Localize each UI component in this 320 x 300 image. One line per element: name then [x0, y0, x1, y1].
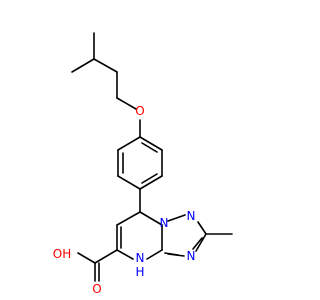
carbonyl-oxygen: O [92, 282, 101, 296]
hydroxyl-label: OH [53, 247, 71, 261]
nh-nitrogen: N [136, 251, 145, 265]
nh-hydrogen: H [135, 265, 144, 279]
pyrimidine-ring [116, 211, 163, 260]
molecule-structure: O [53, 32, 233, 296]
triazole-ring [164, 214, 207, 257]
carboxylic-acid [77, 249, 118, 282]
bond-methyl-a [71, 58, 95, 73]
benzene-ring [117, 136, 163, 190]
ring-n1: N [160, 216, 169, 230]
isopentyl-chain [71, 32, 137, 110]
bond-ch2-o [116, 97, 137, 110]
ring-n3: N [187, 249, 196, 263]
ring-n2: N [187, 209, 196, 223]
bond-branch-ch2 [93, 58, 118, 73]
structure-canvas: O [52, 32, 233, 296]
ether-oxygen: O [135, 104, 144, 118]
